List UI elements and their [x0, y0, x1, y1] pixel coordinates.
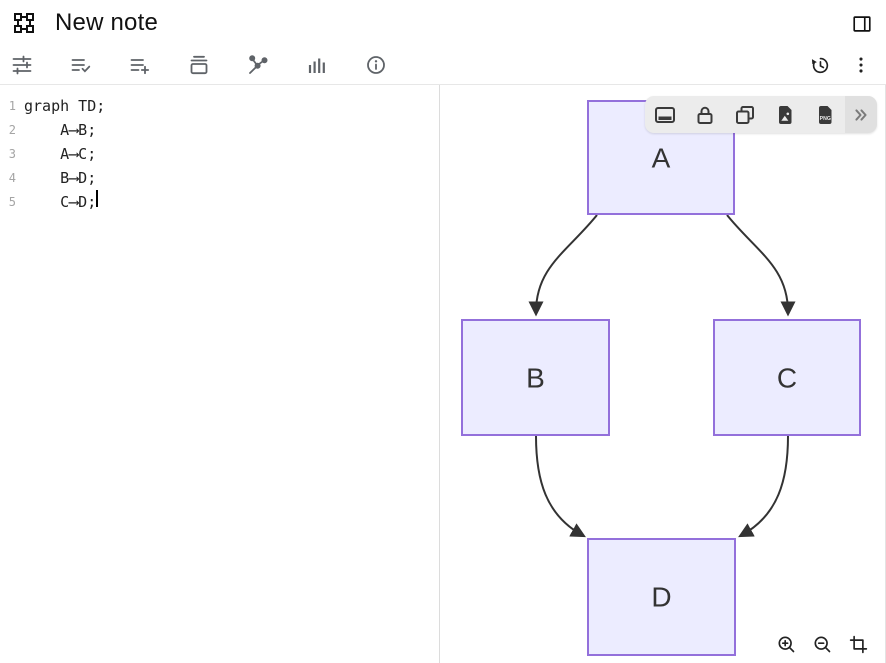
archive-button[interactable]	[187, 53, 211, 77]
info-button[interactable]	[364, 53, 388, 77]
line-number: 2	[8, 123, 16, 137]
panel-bottom-icon	[655, 106, 675, 123]
image-export-icon	[779, 105, 792, 124]
app-logo-transform-icon	[14, 12, 34, 33]
flowchart-edges	[528, 214, 796, 538]
image-export-button[interactable]	[765, 96, 805, 133]
main-toolbar	[0, 45, 886, 85]
code-editor[interactable]: 1 graph TD; 2 A⟶B; 3 A⟶C; 4 B⟶D; 5 C⟶D;	[0, 85, 440, 663]
code-text[interactable]: graph TD;	[24, 97, 106, 115]
chevrons-right-icon	[855, 108, 867, 121]
graph-icon	[249, 54, 268, 74]
tune-icon	[12, 55, 32, 74]
history-icon	[811, 57, 829, 73]
page-title: New note	[55, 8, 158, 36]
code-line-5[interactable]: 5 C⟶D;	[0, 190, 439, 214]
node-A-label: A	[652, 143, 671, 174]
history-button[interactable]	[808, 53, 832, 77]
line-number: 1	[8, 99, 16, 113]
bar-chart-button[interactable]	[305, 53, 329, 77]
node-D[interactable]: D	[587, 538, 736, 656]
png-export-icon: PNG	[819, 105, 832, 124]
bar-chart-icon	[308, 58, 325, 73]
mermaid-flowchart: A B C D	[461, 100, 861, 656]
code-line-4[interactable]: 4 B⟶D;	[0, 166, 439, 190]
node-B-label: B	[526, 363, 545, 394]
edge-A-B	[528, 214, 598, 317]
code-text[interactable]: B⟶D;	[24, 169, 97, 187]
edge-A-C	[726, 214, 796, 317]
lock-button[interactable]	[685, 96, 725, 133]
node-B[interactable]: B	[461, 319, 610, 436]
code-line-2[interactable]: 2 A⟶B;	[0, 118, 439, 142]
list-add-icon	[130, 58, 150, 74]
diagram-preview-pane[interactable]: A B C D	[440, 85, 886, 663]
zoom-in-icon	[778, 636, 795, 653]
node-C-label: C	[777, 363, 797, 394]
copy-icon	[736, 105, 754, 124]
code-text[interactable]: A⟶C;	[24, 145, 97, 163]
kebab-menu-button[interactable]	[849, 53, 873, 77]
toolbar-right-group	[808, 53, 886, 77]
code-text[interactable]: A⟶B;	[24, 121, 97, 139]
code-line-3[interactable]: 3 A⟶C;	[0, 142, 439, 166]
flowchart-nodes: A B C D	[461, 100, 861, 656]
zoom-out-button[interactable]	[812, 634, 833, 655]
png-export-button[interactable]: PNG	[805, 96, 845, 133]
list-check-button[interactable]	[69, 53, 93, 77]
edge-C-D	[738, 435, 789, 538]
archive-icon	[190, 55, 208, 74]
node-C[interactable]: C	[713, 319, 861, 436]
main-content: 1 graph TD; 2 A⟶B; 3 A⟶C; 4 B⟶D; 5 C⟶D;	[0, 85, 886, 663]
list-add-button[interactable]	[128, 53, 152, 77]
crop-button[interactable]	[848, 634, 869, 655]
list-check-icon	[71, 58, 91, 72]
panel-bottom-button[interactable]	[645, 96, 685, 133]
panel-right-toggle-button[interactable]	[851, 13, 873, 35]
line-number: 5	[8, 195, 16, 209]
lock-icon	[697, 106, 713, 124]
graph-button[interactable]	[246, 53, 270, 77]
zoom-in-button[interactable]	[776, 634, 797, 655]
line-number: 4	[8, 171, 16, 185]
diagram-floating-toolbar: PNG	[645, 96, 877, 133]
panel-right-icon	[853, 16, 871, 32]
code-text[interactable]: C⟶D;	[24, 193, 97, 211]
zoom-out-icon	[814, 636, 831, 653]
info-icon	[367, 55, 385, 74]
zoom-controls	[776, 634, 869, 655]
node-D-label: D	[651, 582, 671, 613]
png-label: PNG	[820, 116, 831, 122]
tune-settings-button[interactable]	[10, 53, 34, 77]
line-number: 3	[8, 147, 16, 161]
edge-B-D	[535, 435, 586, 538]
text-cursor	[96, 190, 98, 207]
toolbar-expand-button[interactable]	[845, 96, 877, 133]
code-line-1[interactable]: 1 graph TD;	[0, 94, 439, 118]
crop-icon	[849, 635, 868, 654]
header: New note	[0, 0, 886, 45]
copy-button[interactable]	[725, 96, 765, 133]
kebab-menu-icon	[859, 56, 863, 73]
